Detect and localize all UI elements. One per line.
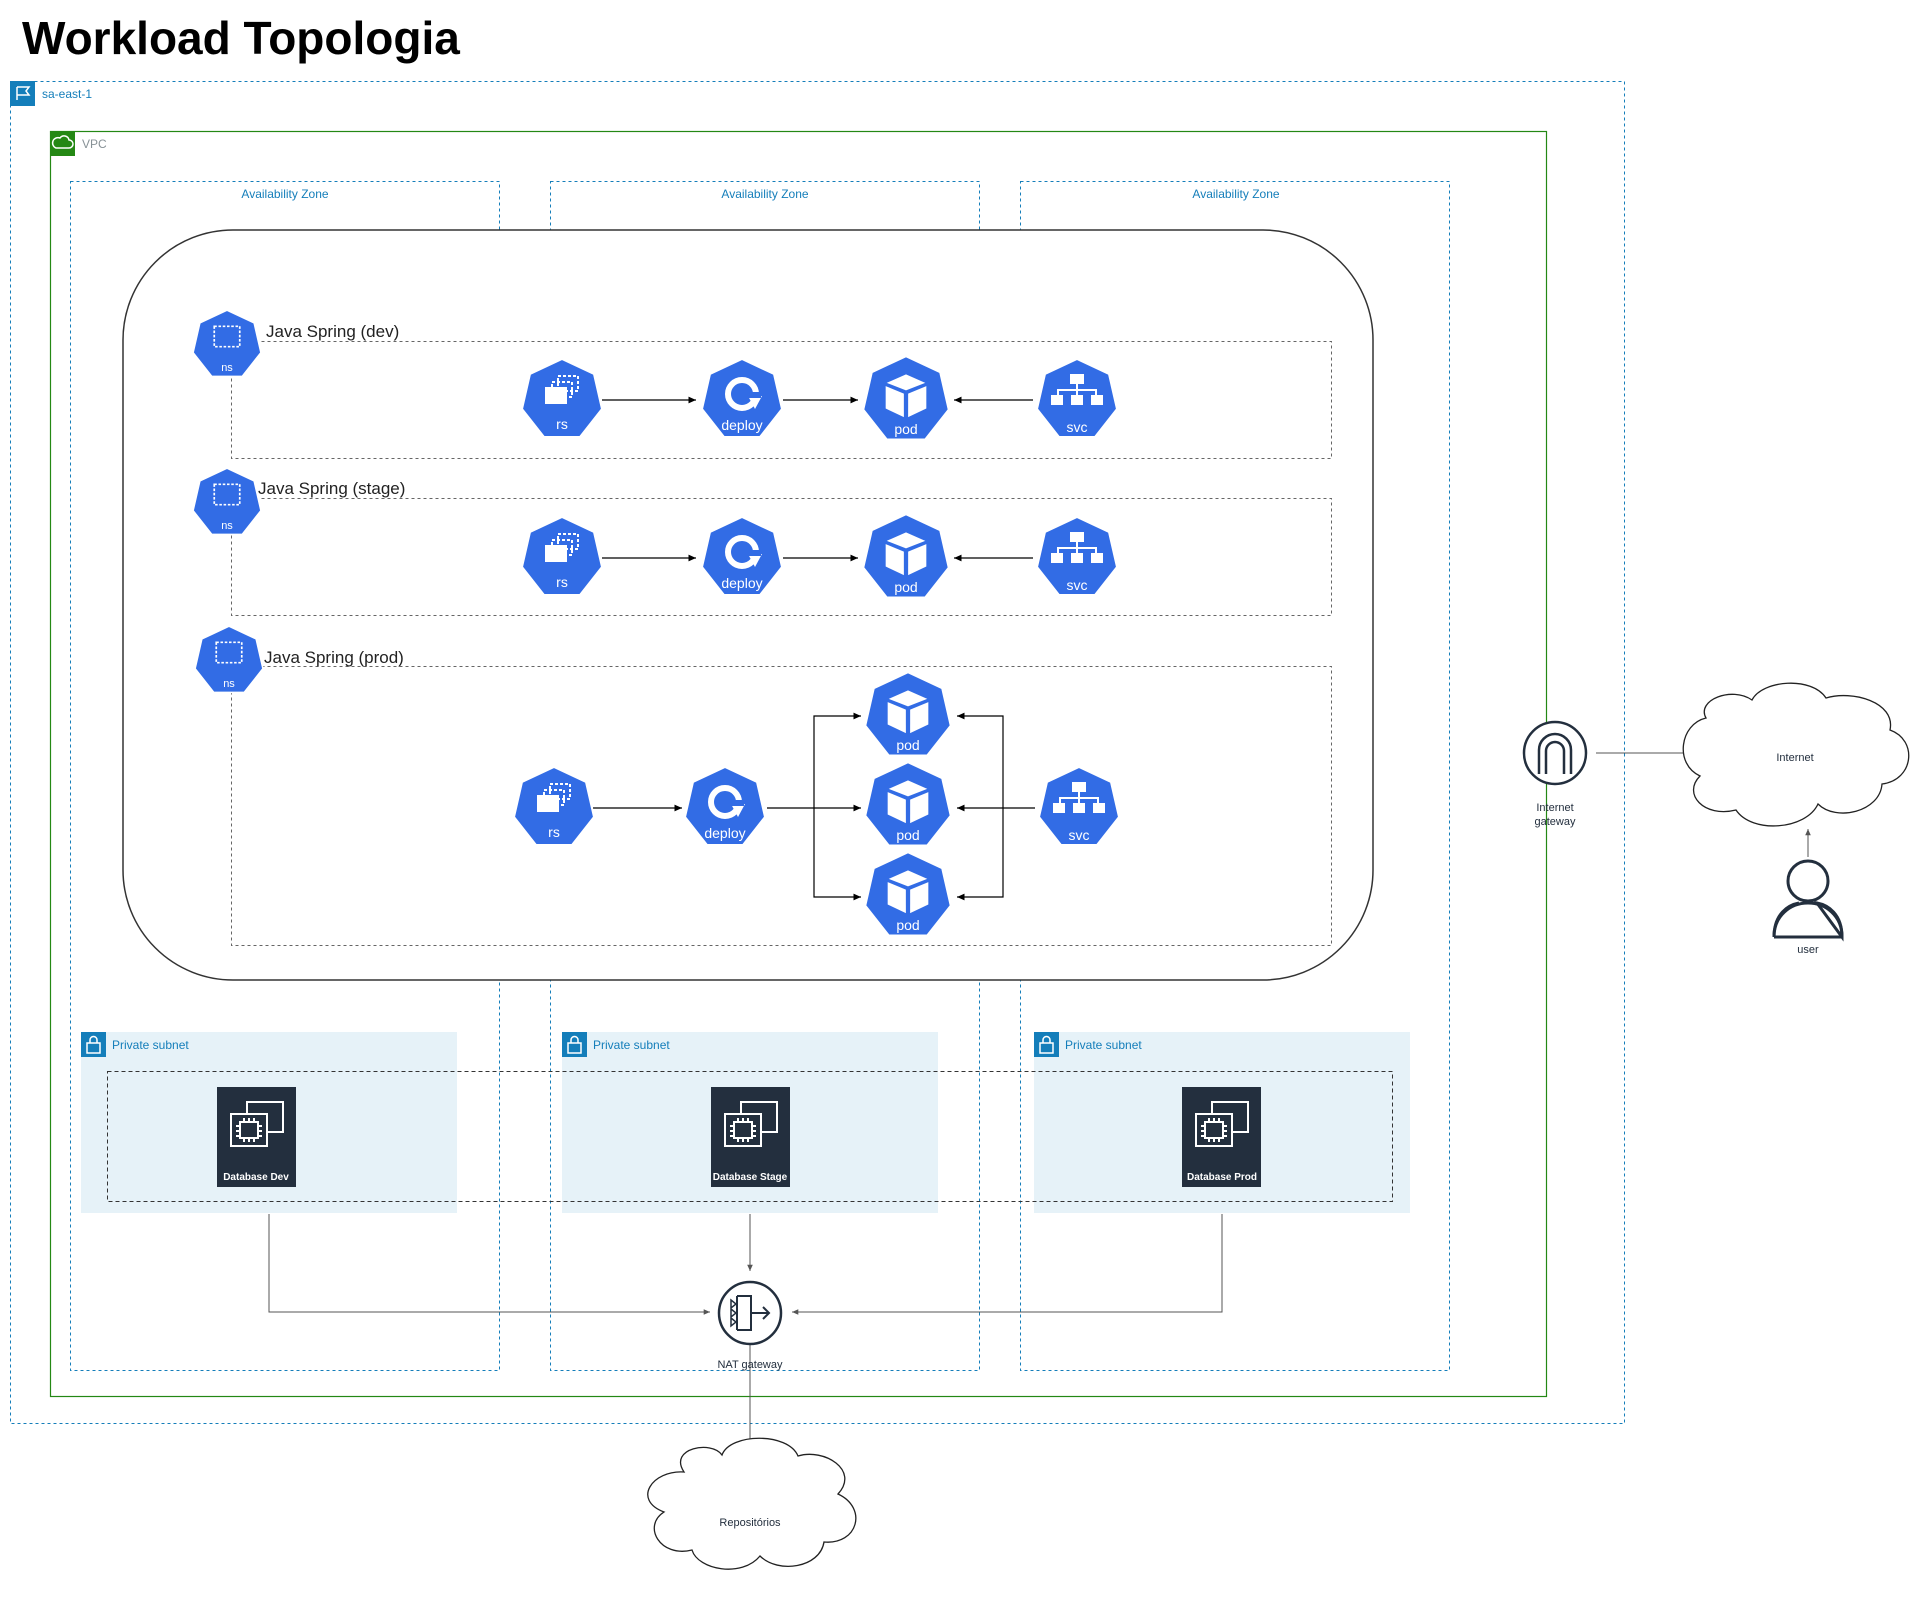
deployment-label: deploy: [721, 575, 762, 591]
vpc-cloud-icon: [50, 131, 75, 156]
region-label: sa-east-1: [42, 87, 92, 101]
availability-zone-label: Availability Zone: [241, 187, 328, 201]
namespace-title: Java Spring (stage): [258, 479, 405, 498]
private-subnet-label: Private subnet: [593, 1038, 670, 1052]
availability-zone-label: Availability Zone: [1192, 187, 1279, 201]
namespace-box-prod: [231, 666, 1332, 946]
user-label: user: [1797, 944, 1819, 956]
database-label: Database Prod: [1187, 1172, 1257, 1183]
kubernetes-cluster: [122, 229, 1374, 981]
namespace-stage: ns Java Spring (stage): [192, 467, 405, 536]
namespace-title: Java Spring (prod): [264, 648, 404, 667]
namespace-title: Java Spring (dev): [266, 322, 399, 341]
pod-label: pod: [896, 827, 919, 843]
internet-gateway: Internet gateway: [1522, 720, 1588, 828]
replicaset-label: rs: [548, 824, 560, 840]
replicaset-label: rs: [556, 416, 568, 432]
private-subnet-label: Private subnet: [1065, 1038, 1142, 1052]
internet-gateway-label: gateway: [1535, 816, 1576, 828]
pod-label: pod: [896, 917, 919, 933]
private-subnet-label: Private subnet: [112, 1038, 189, 1052]
stage-row: rs deploy pod svc: [521, 513, 1118, 599]
dev-row: rs deploy pod svc: [521, 355, 1118, 441]
pod-label: pod: [894, 421, 917, 437]
database-group: [107, 1071, 1393, 1202]
availability-zone-1: [70, 181, 500, 1371]
database-label: Database Stage: [713, 1172, 788, 1183]
service-label: svc: [1069, 827, 1090, 843]
region-flag-icon: [10, 81, 35, 106]
namespace-icon-label: ns: [223, 678, 235, 690]
database-prod: Database Prod: [1182, 1087, 1261, 1187]
repositorios-label: Repositórios: [719, 1517, 781, 1529]
internet-gateway-label: Internet: [1536, 802, 1573, 814]
database-dev: Database Dev: [217, 1087, 296, 1187]
replicaset-label: rs: [556, 574, 568, 590]
internet-label: Internet: [1776, 752, 1813, 764]
connector-prod-nat: [792, 1214, 1223, 1315]
connector-dev-nat: [268, 1214, 710, 1315]
deployment-label: deploy: [704, 825, 745, 841]
namespace-box-dev: [231, 341, 1332, 459]
availability-zone-label: Availability Zone: [721, 187, 808, 201]
database-label: Database Dev: [223, 1172, 289, 1183]
vpc-label: VPC: [82, 137, 107, 151]
user: user: [1772, 829, 1844, 956]
namespace-icon-label: ns: [221, 362, 233, 374]
internet-cloud: Internet: [1682, 682, 1910, 827]
page-title: Workload Topologia: [22, 12, 460, 64]
internet-gateway-icon: [1522, 720, 1588, 786]
service-label: svc: [1067, 419, 1088, 435]
user-icon: [1786, 859, 1830, 903]
pod-label: pod: [894, 579, 917, 595]
namespace-box-stage: [231, 498, 1332, 616]
nat-gateway: NAT gateway: [717, 1280, 783, 1371]
deployment-label: deploy: [721, 417, 762, 433]
pod-label: pod: [896, 737, 919, 753]
namespace-prod: ns Java Spring (prod): [194, 625, 404, 694]
prod-row: rs deploy pod pod pod svc: [513, 671, 1120, 937]
database-stage: Database Stage: [711, 1087, 790, 1187]
repositorios-cloud: Repositórios: [647, 1437, 857, 1570]
nat-gateway-label: NAT gateway: [717, 1359, 783, 1371]
service-label: svc: [1067, 577, 1088, 593]
region-group: sa-east-1: [10, 81, 1625, 1424]
namespace-dev: ns Java Spring (dev): [192, 309, 399, 378]
namespace-icon-label: ns: [221, 520, 233, 532]
